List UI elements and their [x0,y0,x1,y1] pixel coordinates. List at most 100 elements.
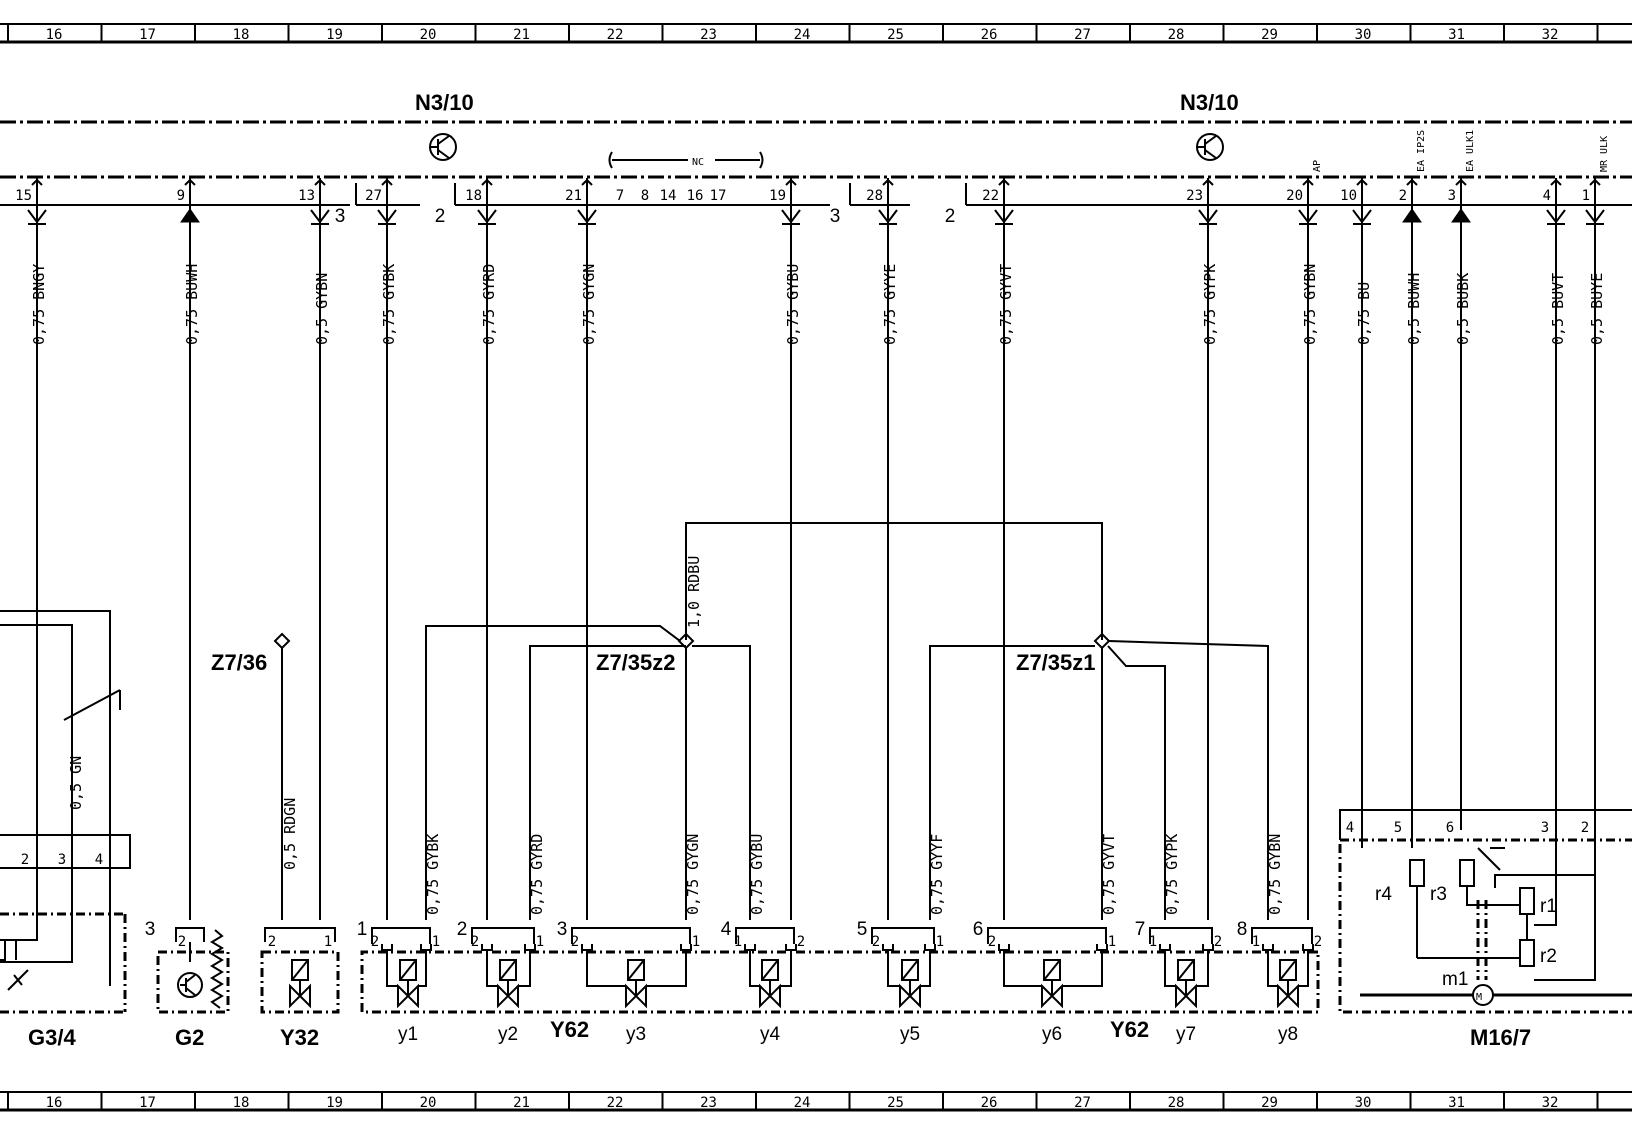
grid-col-label: 20 [420,1095,437,1111]
low-wire-label: 0,75 GYRD [528,834,546,915]
grid-dividers [7,24,1599,1110]
top-wire-label: 0,75 GYRD [480,264,498,345]
grid-col-label: 17 [139,1095,156,1111]
top-pin-number: 19 [769,188,786,204]
grid-col-label: 28 [1168,1095,1185,1111]
rdbu-wire: 1,0 RDBU [685,522,1103,640]
grid-col-label: 31 [1448,1095,1465,1111]
top-wire-label: 0,75 GYVT [997,264,1015,345]
grid-col-label: 27 [1074,1095,1091,1111]
grid-col-label: 25 [887,27,904,43]
m167-part-r2: r2 [1540,946,1557,967]
grid-col-label: 28 [1168,27,1185,43]
top-wire: 40,5 BUVT [1543,178,1567,345]
top-pin-number: 18 [465,188,482,204]
low-wire-label: 0,75 GYBU [748,834,766,915]
grid-col-label: 22 [607,27,624,43]
y32-pin-number: 2 [268,934,276,950]
grid-col-label: 21 [513,1095,530,1111]
valve-pin-number: 2 [371,934,379,950]
valve-pin-number: 2 [571,934,579,950]
top-pin-number: 13 [298,188,315,204]
valve-group-number: 7 [1135,919,1146,940]
z735z1-label: Z7/35z1 [1016,650,1096,675]
grid-col-label: 21 [513,27,530,43]
low-wire-label: 0,75 GYBK [424,834,442,915]
valve-pin-number: 1 [692,934,700,950]
z736-label: Z7/36 [211,650,267,675]
g2-pin-number: 3 [145,919,156,940]
signal-tag: AP [1312,160,1323,172]
g34-pin-number: 3 [58,852,66,868]
n3-label-left: N3/10 [415,90,474,115]
top-wire: 270,75 GYBK [365,178,398,345]
g2-component [156,927,230,1014]
grid-col-label: 23 [700,27,717,43]
low-wire-label: 0,75 GYYF [928,834,946,915]
top-wire: 20,5 BUWH [1399,178,1423,345]
g2-pins: 32 [145,919,187,950]
vertical-wires [36,225,1596,920]
grid-col-label: 32 [1542,1095,1559,1111]
m167-part-r3: r3 [1430,884,1447,905]
valve-pin-number: 2 [988,934,996,950]
m167-component [1338,809,1632,1014]
top-wire-label: 0,75 BNGY [30,264,48,345]
nc-pin-number: 16 [687,188,704,204]
signal-tag: EA ULK1 [1465,130,1476,172]
grid-col-label: 29 [1261,1095,1278,1111]
valve-label: y6 [1042,1024,1062,1045]
grid-col-label: 18 [233,1095,250,1111]
connector-number: 3 [335,206,346,227]
g2-label: G2 [175,1025,204,1050]
m167-pin-number: 2 [1581,820,1589,836]
valve-pin-number: 1 [1108,934,1116,950]
top-pin-number: 21 [565,188,582,204]
top-wire: 230,75 GYPK [1186,178,1219,345]
gn-wire-label: 0,5 GN [67,756,85,810]
top-wire: 18 0,75 GYRD [465,178,498,345]
grid-bottom [0,1091,1632,1112]
valve-pin-number: 1 [1149,934,1157,950]
low-wire-label: 0,75 GYGN [684,834,702,915]
top-pin-number: 10 [1340,188,1357,204]
top-wire-label: 0,75 GYBN [1301,264,1319,345]
top-wire: 130,5 GYBN [298,178,331,345]
top-pin-number: 9 [177,188,185,204]
low-wire-label: 0,75 GYPK [1163,834,1181,915]
valve-icon [899,959,921,1009]
top-pin-number: 1 [1582,188,1590,204]
grid-col-label: 25 [887,1095,904,1111]
valve-group-number: 3 [557,919,568,940]
valve-icon [1277,959,1299,1009]
top-wire: 220,75 GYVT [982,178,1015,345]
top-wire: 150,75 BNGY [15,178,48,345]
top-wire-label: 0,75 BU [1355,282,1373,345]
low-wire-label: 0,75 GYVT [1100,834,1118,915]
transistor-icon [429,133,457,161]
m167-part-r4: r4 [1375,884,1392,905]
top-wire-label: 0,75 BUWH [183,264,201,345]
y32-component [260,927,340,1014]
top-wire-label: 0,5 BUYE [1588,273,1606,345]
grid-col-label: 19 [326,1095,343,1111]
top-wire: 9 0,75 BUWH [177,178,201,345]
grid-col-label: 30 [1355,27,1372,43]
grid-col-label: 30 [1355,1095,1372,1111]
valve-icon [759,959,781,1009]
y32-label: Y32 [280,1025,319,1050]
connector-number: 3 [830,206,841,227]
grid-col-label: 31 [1448,27,1465,43]
g2-pin-number: 2 [178,934,186,950]
valve-icon [289,959,311,1009]
valve-group-number: 5 [857,919,868,940]
rdbu-label: 1,0 RDBU [685,556,703,628]
top-wire-label: 0,75 GYBU [784,264,802,345]
